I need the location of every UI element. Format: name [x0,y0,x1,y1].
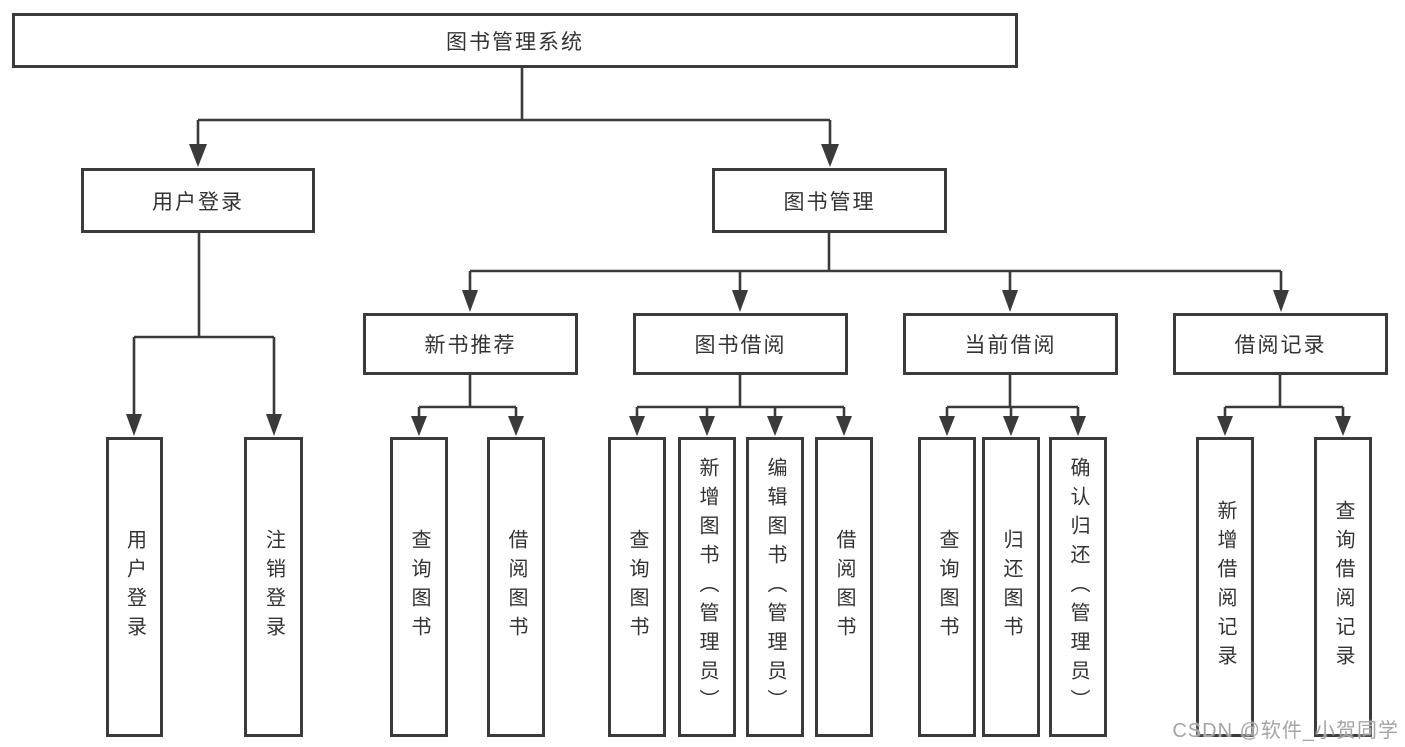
leaf-rec-query-books: 查询图书 [390,437,448,737]
node-new-book-recommendation: 新书推荐 [363,313,578,375]
leaf-records-query-record: 查询借阅记录 [1314,437,1372,737]
leaf-records-add-record: 新增借阅记录 [1196,437,1254,737]
leaf-rec-borrow-books: 借阅图书 [487,437,545,737]
node-borrowing-records: 借阅记录 [1173,313,1388,375]
arrowheads [126,144,1351,436]
node-user-login: 用户登录 [81,168,315,233]
leaf-current-query-books: 查询图书 [918,437,976,737]
leaf-borrow-borrow-books: 借阅图书 [815,437,873,737]
leaf-current-confirm-return-admin: 确认归还（管理员） [1049,437,1107,737]
leaf-current-return-books: 归还图书 [982,437,1040,737]
node-library-management-system: 图书管理系统 [12,13,1018,68]
leaf-borrow-query-books: 查询图书 [608,437,666,737]
csdn-watermark: CSDN @软件_小贺同学 [1172,720,1399,742]
leaf-borrow-add-books-admin: 新增图书（管理员） [678,437,736,737]
node-book-management: 图书管理 [712,168,947,233]
leaf-user-login: 用户登录 [106,437,163,737]
node-current-borrowing: 当前借阅 [903,313,1118,375]
leaf-borrow-edit-books-admin: 编辑图书（管理员） [746,437,804,737]
node-book-borrowing: 图书借阅 [633,313,848,375]
leaf-logout: 注销登录 [244,437,303,737]
